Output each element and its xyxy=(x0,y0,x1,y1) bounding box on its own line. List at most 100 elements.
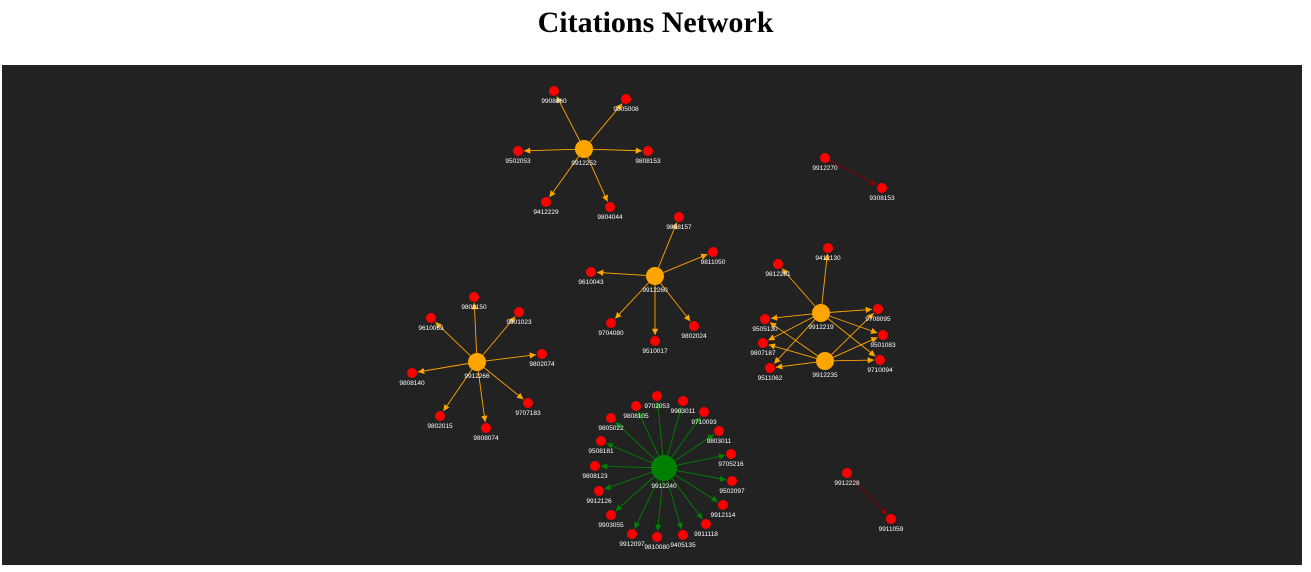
node-circle[interactable] xyxy=(575,140,593,158)
node-circle[interactable] xyxy=(823,243,833,253)
paper-node[interactable]: 9308153 xyxy=(869,183,895,202)
paper-node[interactable]: 9903055 xyxy=(598,510,624,529)
node-circle[interactable] xyxy=(435,411,445,421)
paper-node[interactable]: 9808150 xyxy=(461,292,487,311)
node-circle[interactable] xyxy=(468,353,486,371)
hub-node[interactable]: 9912240 xyxy=(651,455,677,490)
node-circle[interactable] xyxy=(678,396,688,406)
node-circle[interactable] xyxy=(765,363,775,373)
node-circle[interactable] xyxy=(606,318,616,328)
node-circle[interactable] xyxy=(590,461,600,471)
paper-node[interactable]: 9808074 xyxy=(473,423,499,442)
paper-node[interactable]: 9802024 xyxy=(681,321,707,340)
paper-node[interactable]: 9412229 xyxy=(533,197,559,216)
paper-node[interactable]: 9805008 xyxy=(613,94,639,113)
node-circle[interactable] xyxy=(537,349,547,359)
paper-node[interactable]: 9810080 xyxy=(644,532,670,551)
node-circle[interactable] xyxy=(606,413,616,423)
paper-node[interactable]: 9508181 xyxy=(588,436,614,455)
node-circle[interactable] xyxy=(650,336,660,346)
node-circle[interactable] xyxy=(523,398,533,408)
node-circle[interactable] xyxy=(646,267,664,285)
paper-node[interactable]: 9610043 xyxy=(578,267,604,286)
network-canvas[interactable]: 9912252 9908860 9805008 9502053 9808153 94122… xyxy=(2,65,1302,565)
citation-graph[interactable]: 9912252 9908860 9805008 9502053 9808153 94122… xyxy=(2,65,1302,565)
node-circle[interactable] xyxy=(651,455,677,481)
node-circle[interactable] xyxy=(596,436,606,446)
node-circle[interactable] xyxy=(699,407,709,417)
node-circle[interactable] xyxy=(701,519,711,529)
paper-node[interactable]: 9412130 xyxy=(815,243,841,262)
paper-node[interactable]: 9501083 xyxy=(870,330,896,349)
paper-node[interactable]: 9704080 xyxy=(598,318,624,337)
node-circle[interactable] xyxy=(514,307,524,317)
paper-node[interactable]: 9911118 xyxy=(694,519,718,538)
node-circle[interactable] xyxy=(513,146,523,156)
paper-node[interactable]: 9505130 xyxy=(752,314,778,333)
node-circle[interactable] xyxy=(877,183,887,193)
node-circle[interactable] xyxy=(549,86,559,96)
paper-node[interactable]: 9502097 xyxy=(719,476,745,495)
paper-node[interactable]: 9804044 xyxy=(597,202,623,221)
paper-node[interactable]: 9911059 xyxy=(879,514,904,533)
paper-node[interactable]: 9405135 xyxy=(670,530,696,549)
node-circle[interactable] xyxy=(407,368,417,378)
node-circle[interactable] xyxy=(426,313,436,323)
hub-node[interactable]: 9912235 xyxy=(812,352,838,379)
paper-node[interactable]: 9510017 xyxy=(642,336,668,355)
node-circle[interactable] xyxy=(726,449,736,459)
node-circle[interactable] xyxy=(627,529,637,539)
paper-node[interactable]: 9803011 xyxy=(707,426,732,445)
node-circle[interactable] xyxy=(727,476,737,486)
node-circle[interactable] xyxy=(773,259,783,269)
paper-node[interactable]: 9708095 xyxy=(865,304,891,323)
paper-node[interactable]: 9710093 xyxy=(691,407,717,426)
paper-node[interactable]: 9808105 xyxy=(623,401,649,420)
paper-node[interactable]: 9901023 xyxy=(506,307,532,326)
hub-node[interactable]: 9912266 xyxy=(464,353,490,380)
node-circle[interactable] xyxy=(469,292,479,302)
node-circle[interactable] xyxy=(873,304,883,314)
node-circle[interactable] xyxy=(594,486,604,496)
node-circle[interactable] xyxy=(541,197,551,207)
node-circle[interactable] xyxy=(820,153,830,163)
paper-node[interactable]: 9707183 xyxy=(515,398,541,417)
node-circle[interactable] xyxy=(674,212,684,222)
paper-node[interactable]: 9710094 xyxy=(867,355,893,374)
node-circle[interactable] xyxy=(621,94,631,104)
node-circle[interactable] xyxy=(816,352,834,370)
paper-node[interactable]: 9502053 xyxy=(505,146,531,165)
paper-node[interactable]: 9912114 xyxy=(711,500,736,519)
paper-node[interactable]: 9912228 xyxy=(834,468,860,487)
node-circle[interactable] xyxy=(886,514,896,524)
paper-node[interactable]: 9610063 xyxy=(418,313,444,332)
node-circle[interactable] xyxy=(689,321,699,331)
paper-node[interactable]: 9802074 xyxy=(529,349,555,368)
paper-node[interactable]: 9808123 xyxy=(582,461,608,480)
node-circle[interactable] xyxy=(652,391,662,401)
node-circle[interactable] xyxy=(586,267,596,277)
paper-node[interactable]: 9808140 xyxy=(399,368,425,387)
paper-node[interactable]: 9702053 xyxy=(644,391,670,410)
paper-node[interactable]: 9805022 xyxy=(598,413,624,432)
node-circle[interactable] xyxy=(481,423,491,433)
node-circle[interactable] xyxy=(643,146,653,156)
paper-node[interactable]: 9811050 xyxy=(701,247,726,266)
node-circle[interactable] xyxy=(631,401,641,411)
paper-node[interactable]: 9912097 xyxy=(619,529,645,548)
paper-node[interactable]: 9912126 xyxy=(586,486,612,505)
node-circle[interactable] xyxy=(758,338,768,348)
paper-node[interactable]: 9511062 xyxy=(758,363,783,382)
paper-node[interactable]: 9808153 xyxy=(635,146,661,165)
node-circle[interactable] xyxy=(842,468,852,478)
hub-node[interactable]: 9912219 xyxy=(808,304,834,331)
node-circle[interactable] xyxy=(718,500,728,510)
paper-node[interactable]: 9908860 xyxy=(541,86,567,105)
node-circle[interactable] xyxy=(708,247,718,257)
paper-node[interactable]: 9802015 xyxy=(427,411,453,430)
node-circle[interactable] xyxy=(678,530,688,540)
paper-node[interactable]: 9812281 xyxy=(765,259,791,278)
paper-node[interactable]: 9705216 xyxy=(718,449,744,468)
hub-node[interactable]: 9912252 xyxy=(571,140,597,167)
node-circle[interactable] xyxy=(714,426,724,436)
